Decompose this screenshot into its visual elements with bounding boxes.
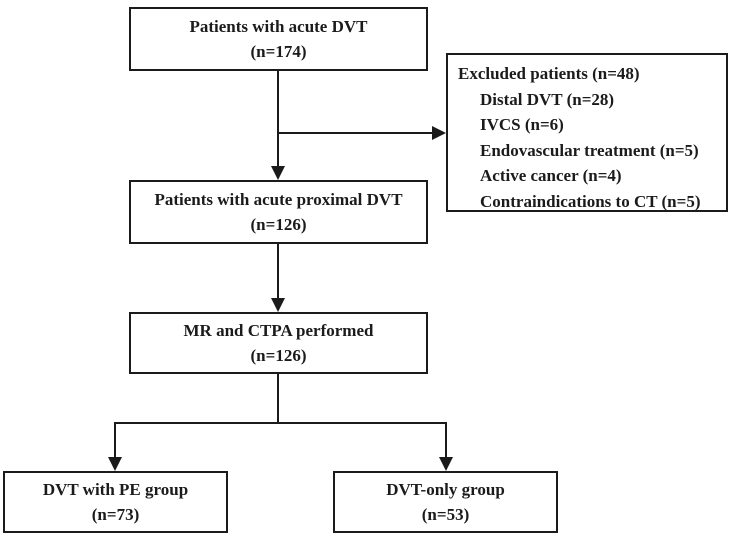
box-mr-ctpa-performed-count: (n=126)	[250, 346, 307, 365]
arrowhead-down-icon	[271, 166, 285, 180]
connector-to-excluded-line	[278, 132, 433, 134]
excluded-item-distal-dvt: Distal DVT (n=28)	[480, 89, 615, 109]
connector-proximal-to-mr-line	[277, 244, 279, 300]
box-patients-acute-proximal-dvt-count: (n=126)	[250, 215, 307, 234]
excluded-item-active-cancer: Active cancer (n=4)	[480, 166, 622, 185]
box-mr-ctpa-performed: MR and CTPA performed (n=126)	[129, 312, 428, 374]
arrowhead-right-icon	[432, 126, 446, 140]
box-dvt-with-pe-group-label: DVT with PE group	[42, 479, 189, 499]
box-dvt-only-group: DVT-only group (n=53)	[333, 471, 558, 533]
box-patients-acute-dvt-label: Patients with acute DVT	[189, 16, 368, 36]
excluded-title: Excluded patients (n=48)	[458, 64, 640, 83]
connector-split-to-pe-line	[114, 422, 116, 458]
arrowhead-down-icon	[108, 457, 122, 471]
box-patients-acute-dvt: Patients with acute DVT (n=174)	[129, 7, 428, 71]
excluded-item-contraindications: Contraindications to CT (n=5)	[480, 191, 701, 211]
box-excluded-patients: Excluded patients (n=48) Distal DVT (n=2…	[446, 53, 728, 212]
box-dvt-with-pe-group-count: (n=73)	[91, 505, 140, 524]
connector-acute-to-proximal-line	[277, 71, 279, 168]
box-dvt-only-group-label: DVT-only group	[386, 479, 505, 499]
connector-split-horizontal-line	[114, 422, 447, 424]
connector-split-to-only-line	[445, 422, 447, 458]
box-dvt-only-group-count: (n=53)	[421, 505, 470, 524]
excluded-item-ivcs: IVCS (n=6)	[480, 115, 564, 134]
box-patients-acute-proximal-dvt-label: Patients with acute proximal DVT	[154, 189, 403, 209]
box-mr-ctpa-performed-label: MR and CTPA performed	[183, 320, 374, 340]
box-patients-acute-dvt-count: (n=174)	[250, 42, 307, 61]
box-patients-acute-proximal-dvt: Patients with acute proximal DVT (n=126)	[129, 180, 428, 244]
arrowhead-down-icon	[439, 457, 453, 471]
excluded-item-endovascular: Endovascular treatment (n=5)	[480, 140, 699, 160]
box-dvt-with-pe-group: DVT with PE group (n=73)	[3, 471, 228, 533]
arrowhead-down-icon	[271, 298, 285, 312]
connector-mr-to-split-line	[277, 374, 279, 424]
